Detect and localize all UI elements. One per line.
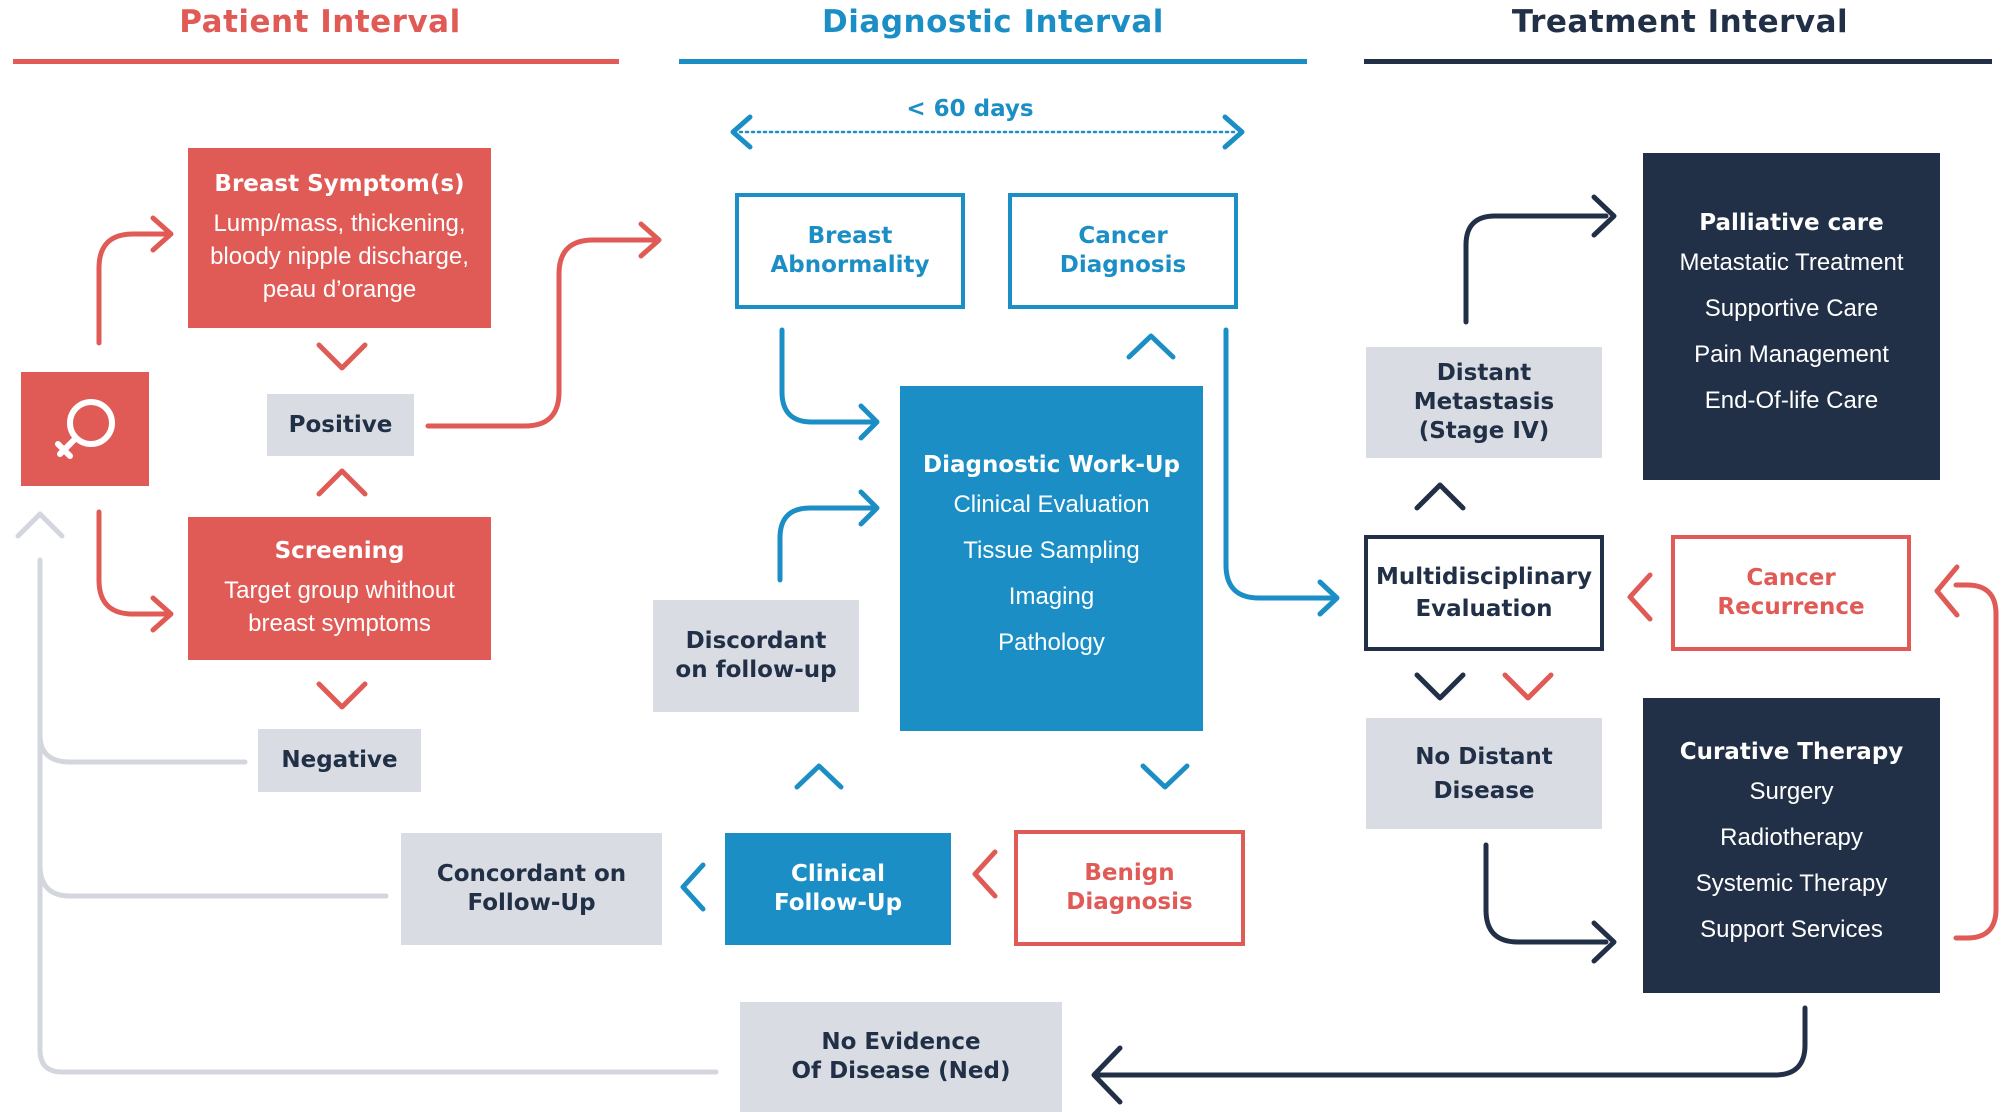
diagnostic-workup-box: Diagnostic Work-Up Clinical Evaluation T…	[900, 386, 1203, 731]
workup-item: Imaging	[1008, 583, 1095, 610]
palliative-care-title: Palliative care	[1699, 210, 1884, 236]
discordant-label: Discordant on follow-up	[675, 628, 837, 683]
positive-label: Positive	[288, 411, 393, 438]
breast-abnormality-label: Breast Abnormality	[770, 223, 930, 278]
palliative-care-box: Palliative care Metastatic Treatment Sup…	[1643, 153, 1940, 480]
ned-label: No Evidence Of Disease (Ned)	[791, 1029, 1011, 1084]
cancer-recurrence-box: Cancer Recurrence	[1671, 535, 1911, 651]
positive-box: Positive	[267, 394, 414, 456]
diagnostic-workup-title: Diagnostic Work-Up	[922, 452, 1181, 478]
palliative-item: End-Of-life Care	[1704, 387, 1879, 414]
multidisciplinary-evaluation-label: Multidisciplinary Evaluation	[1375, 564, 1593, 622]
treatment-interval-rule	[1364, 59, 1992, 64]
timeframe-label: < 60 days	[906, 96, 1034, 122]
multidisciplinary-evaluation-box: Multidisciplinary Evaluation	[1364, 535, 1604, 651]
no-distant-disease-label: No Distant Disease	[1415, 743, 1553, 804]
breast-symptoms-box: Breast Symptom(s) Lump/mass, thickening,…	[188, 148, 491, 328]
palliative-item: Supportive Care	[1704, 295, 1879, 322]
breast-symptoms-description: Lump/mass, thickening, bloody nipple dis…	[210, 210, 469, 303]
negative-box: Negative	[258, 729, 421, 792]
breast-abnormality-box: Breast Abnormality	[735, 193, 965, 309]
distant-metastasis-box: Distant Metastasis (Stage IV)	[1366, 347, 1602, 458]
benign-diagnosis-box: Benign Diagnosis	[1014, 830, 1245, 946]
screening-box: Screening Target group whithout breast s…	[188, 517, 491, 660]
curative-item: Radiotherapy	[1720, 824, 1863, 851]
workup-item: Tissue Sampling	[963, 537, 1140, 564]
curative-item: Surgery	[1749, 778, 1834, 805]
female-symbol-icon	[55, 399, 115, 459]
curative-therapy-box: Curative Therapy Surgery Radiotherapy Sy…	[1643, 698, 1940, 993]
negative-label: Negative	[281, 747, 398, 773]
curative-item: Support Services	[1700, 916, 1883, 943]
concordant-box: Concordant on Follow-Up	[401, 833, 662, 945]
ned-box: No Evidence Of Disease (Ned)	[740, 1002, 1062, 1112]
clinical-followup-box: Clinical Follow-Up	[725, 833, 951, 945]
workup-item: Pathology	[998, 629, 1105, 656]
diagnostic-interval-header: Diagnostic Interval	[822, 4, 1164, 40]
patient-interval-header: Patient Interval	[179, 4, 461, 40]
cancer-diagnosis-label: Cancer Diagnosis	[1059, 223, 1187, 278]
clinical-followup-label: Clinical Follow-Up	[773, 861, 903, 916]
distant-metastasis-label: Distant Metastasis (Stage IV)	[1413, 360, 1555, 444]
curative-therapy-title: Curative Therapy	[1679, 739, 1904, 765]
discordant-box: Discordant on follow-up	[653, 600, 859, 712]
palliative-item: Pain Management	[1694, 341, 1889, 368]
breast-symptoms-title: Breast Symptom(s)	[214, 171, 465, 197]
workup-item: Clinical Evaluation	[953, 491, 1150, 518]
benign-diagnosis-label: Benign Diagnosis	[1066, 860, 1193, 915]
patient-icon-box	[21, 372, 149, 486]
cancer-recurrence-label: Cancer Recurrence	[1717, 565, 1865, 620]
treatment-interval-header: Treatment Interval	[1511, 4, 1849, 40]
screening-description: Target group whithout breast symptoms	[224, 577, 455, 637]
patient-interval-rule	[13, 59, 619, 64]
curative-item: Systemic Therapy	[1695, 870, 1888, 897]
no-distant-disease-box: No Distant Disease	[1366, 718, 1602, 829]
diagnostic-interval-rule	[679, 59, 1307, 64]
palliative-item: Metastatic Treatment	[1679, 249, 1904, 276]
cancer-diagnosis-box: Cancer Diagnosis	[1008, 193, 1238, 309]
concordant-label: Concordant on Follow-Up	[436, 861, 627, 916]
screening-title: Screening	[274, 538, 405, 564]
